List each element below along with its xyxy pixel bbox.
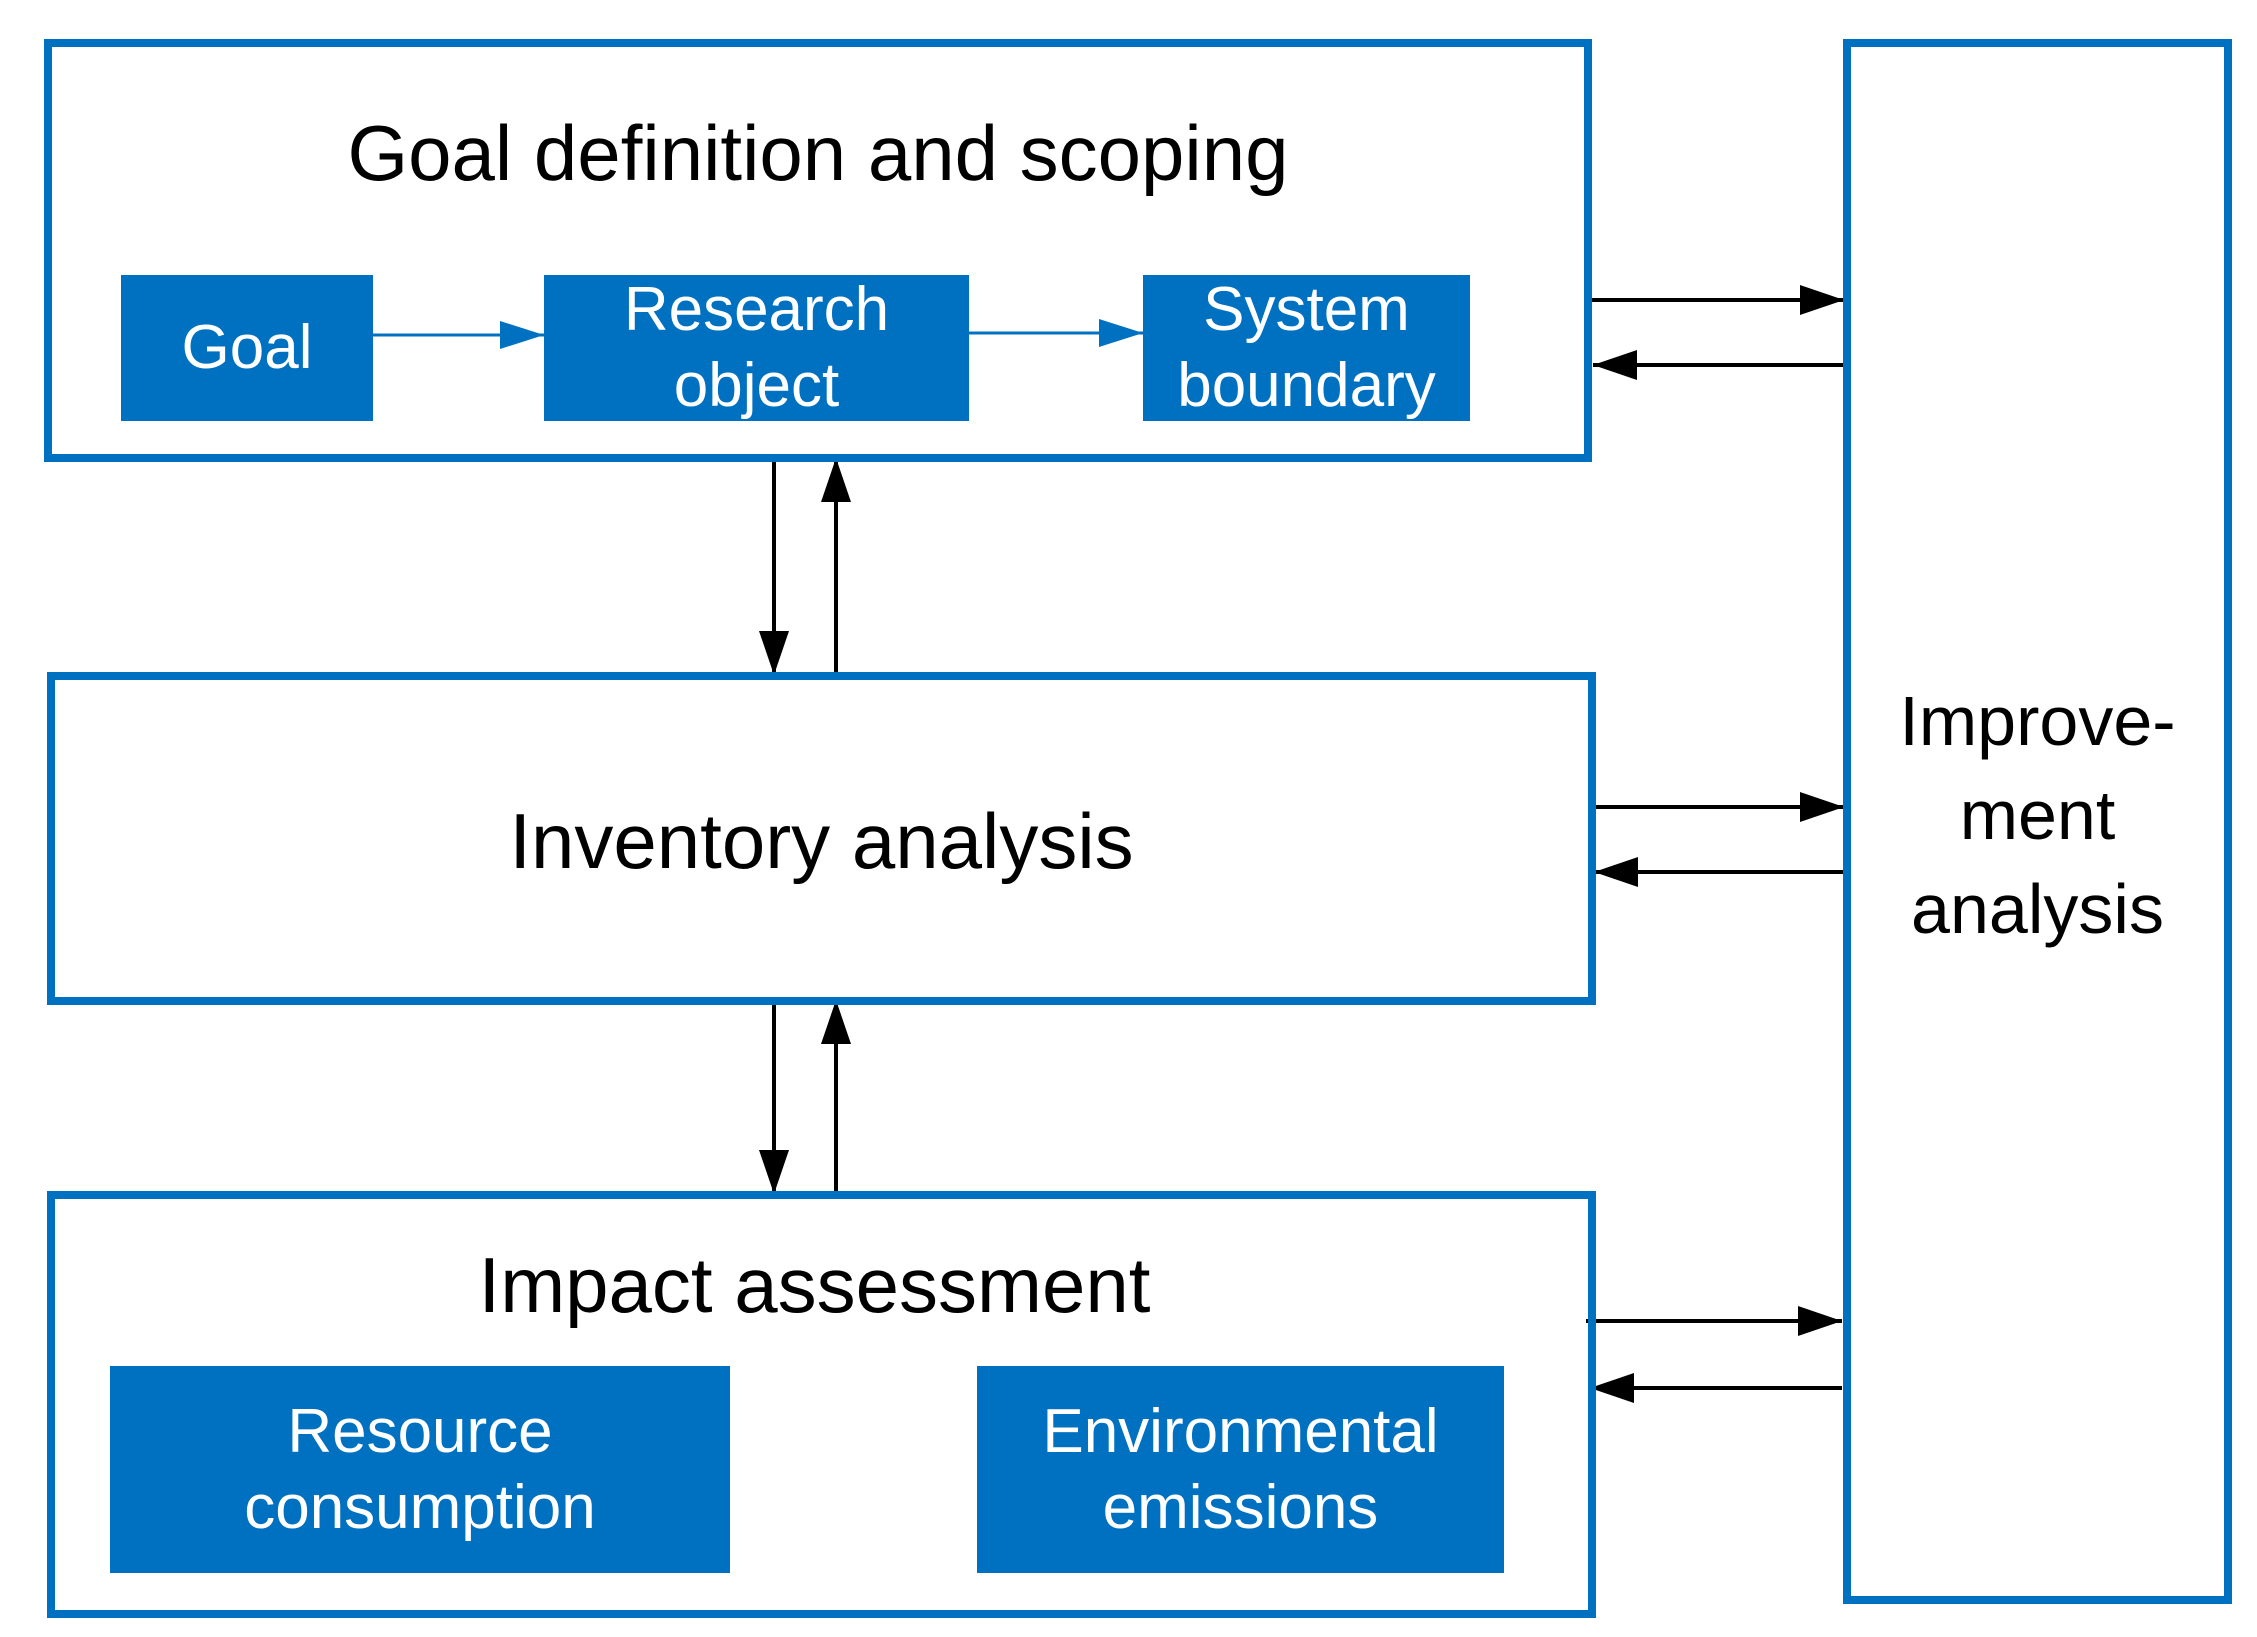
impact-assessment-frame: [47, 1191, 1596, 1618]
goal-definition-frame: [44, 39, 1592, 462]
inventory-analysis-title: Inventory analysis: [509, 797, 1134, 885]
improvement-analysis-title: Improve- ment analysis: [1899, 682, 2176, 948]
goal-definition-title: Goal definition and scoping: [347, 109, 1289, 197]
improvement-analysis-frame: [1843, 39, 2232, 1604]
goal-step-box: Goal: [121, 275, 373, 421]
resource-consumption-box: Resource consumption: [110, 1366, 730, 1573]
inventory-analysis-frame: [47, 672, 1596, 1005]
system-boundary-step-box: System boundary: [1143, 275, 1470, 421]
impact-assessment-title: Impact assessment: [478, 1241, 1151, 1329]
environmental-emissions-box: Environmental emissions: [977, 1366, 1504, 1573]
research-object-step-box: Research object: [544, 275, 969, 421]
